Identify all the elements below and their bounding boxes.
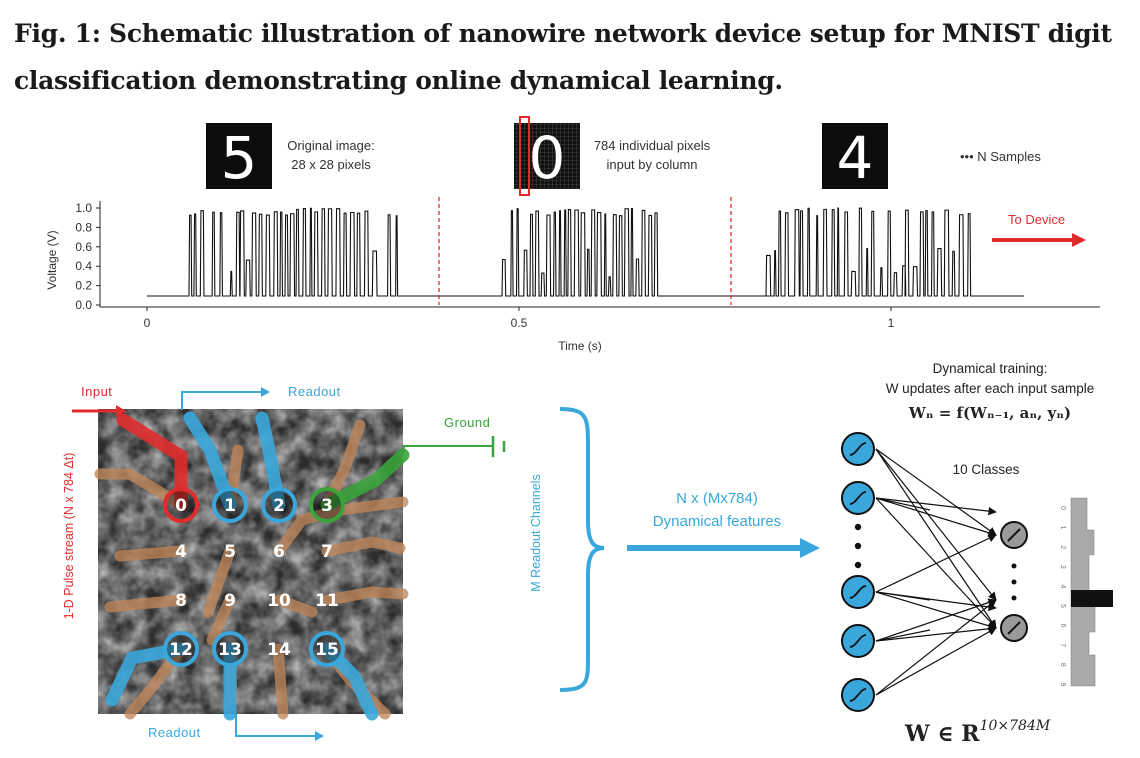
electrode-9: 9 bbox=[224, 591, 236, 611]
svg-text:5: 5 bbox=[224, 542, 236, 562]
readout-bottom-label: Readout bbox=[148, 725, 201, 740]
electrode-6: 6 bbox=[273, 542, 285, 562]
readout-top-label: Readout bbox=[288, 384, 341, 399]
svg-text:2: 2 bbox=[273, 496, 285, 516]
class-tick-label: 2 bbox=[1059, 545, 1066, 549]
svg-text:1: 1 bbox=[224, 496, 236, 516]
svg-text:8: 8 bbox=[175, 591, 187, 611]
svg-text:6: 6 bbox=[273, 542, 285, 562]
input-neuron bbox=[841, 481, 875, 515]
class-tick-label: 0 bbox=[1059, 506, 1066, 510]
y-tick-label: 0.4 bbox=[75, 259, 92, 273]
curly-brace bbox=[559, 407, 605, 692]
svg-text:5: 5 bbox=[221, 124, 258, 192]
svg-text:9: 9 bbox=[224, 591, 236, 611]
svg-text:15: 15 bbox=[315, 640, 339, 660]
readout-channels-label: M Readout Channels bbox=[529, 474, 543, 591]
input-neuron bbox=[841, 575, 875, 609]
to-device-label: To Device bbox=[1008, 212, 1065, 227]
x-tick-label: 0 bbox=[144, 316, 151, 330]
input-label: Input bbox=[81, 384, 112, 399]
original-image-caption-1: Original image: bbox=[287, 138, 374, 153]
class-tick-label: 8 bbox=[1059, 663, 1066, 667]
features-label-1: N x (Mx784) bbox=[676, 490, 758, 507]
svg-text:7: 7 bbox=[321, 542, 333, 562]
class-tick-label: 1 bbox=[1059, 526, 1066, 530]
weight-matrix-label: W ∈ R10×784M bbox=[904, 718, 1051, 747]
x-tick-label: 1 bbox=[888, 316, 895, 330]
electrode-8: 8 bbox=[175, 591, 187, 611]
svg-text:10: 10 bbox=[267, 591, 291, 611]
svg-text:13: 13 bbox=[218, 640, 242, 660]
svg-text:11: 11 bbox=[315, 591, 339, 611]
electrode-11: 11 bbox=[315, 591, 339, 611]
x-axis-label: Time (s) bbox=[558, 339, 602, 353]
y-tick-label: 0.2 bbox=[75, 279, 92, 293]
class-tick-label: 7 bbox=[1059, 643, 1066, 647]
electrode-7: 7 bbox=[321, 542, 333, 562]
ground-wire bbox=[402, 445, 492, 457]
readout-bottom-wire bbox=[235, 714, 316, 737]
output-neuron bbox=[1000, 521, 1028, 549]
electrode-2: 2 bbox=[261, 487, 297, 523]
x-tick-label: 0.5 bbox=[511, 316, 528, 330]
training-line-2: W updates after each input sample bbox=[886, 381, 1095, 396]
y-axis-label: Voltage (V) bbox=[45, 230, 59, 289]
electrode-4: 4 bbox=[175, 542, 187, 562]
y-tick-label: 0.8 bbox=[75, 220, 92, 234]
voltage-signal-line bbox=[147, 207, 1024, 297]
training-line-1: Dynamical training: bbox=[933, 361, 1048, 376]
electrode-10: 10 bbox=[267, 591, 291, 611]
svg-text:12: 12 bbox=[169, 640, 193, 660]
svg-text:0: 0 bbox=[175, 496, 187, 516]
class-tick-label: 9 bbox=[1059, 682, 1066, 686]
pulse-stream-label: 1-D Pulse stream (N x 784 Δt) bbox=[62, 453, 76, 620]
electrode-5: 5 bbox=[224, 542, 236, 562]
digit-5-image: 5 bbox=[206, 123, 272, 192]
input-neuron bbox=[841, 678, 875, 712]
original-image-caption-2: 28 x 28 pixels bbox=[291, 157, 371, 172]
pixels-caption-2: input by column bbox=[606, 157, 697, 172]
electrode-1: 1 bbox=[212, 487, 248, 523]
electrode-0: 0 bbox=[163, 487, 199, 523]
y-tick-label: 0.0 bbox=[75, 298, 92, 312]
input-neuron bbox=[841, 624, 875, 658]
pixels-caption-1: 784 individual pixels bbox=[594, 138, 711, 153]
input-neuron bbox=[841, 432, 875, 466]
readout-top-wire bbox=[181, 391, 262, 410]
voltage-plot: Voltage (V) 0.00.20.40.60.81.0 00.511.52… bbox=[45, 197, 1100, 353]
svg-text:3: 3 bbox=[321, 496, 333, 516]
n-samples-label: ••• N Samples bbox=[960, 149, 1041, 164]
class-tick-label: 5 bbox=[1059, 604, 1066, 608]
title-line-1: Fig. 1: Schematic illustration of nanowi… bbox=[14, 19, 1112, 48]
features-label-2: Dynamical features bbox=[653, 513, 781, 530]
electrode-12: 12 bbox=[163, 631, 199, 667]
classes-label: 10 Classes bbox=[953, 462, 1020, 477]
electrode-13: 13 bbox=[212, 631, 248, 667]
digit-4-image: 4 bbox=[822, 123, 888, 192]
svg-text:4: 4 bbox=[175, 542, 187, 562]
predicted-class-bar bbox=[1071, 590, 1113, 607]
svg-text:0: 0 bbox=[529, 124, 566, 192]
output-neuron bbox=[1000, 614, 1028, 642]
class-tick-label: 6 bbox=[1059, 624, 1066, 628]
figure-title: Fig. 1: Schematic illustration of nanowi… bbox=[14, 10, 1124, 104]
readout-network bbox=[841, 432, 1028, 712]
svg-text:14: 14 bbox=[267, 640, 291, 660]
electrode-14: 14 bbox=[267, 640, 291, 660]
class-tick-label: 4 bbox=[1059, 584, 1066, 588]
class-tick-label: 3 bbox=[1059, 565, 1066, 569]
ground-label: Ground bbox=[444, 415, 490, 430]
digit-0-image: 0 bbox=[514, 116, 580, 196]
svg-text:4: 4 bbox=[837, 124, 874, 192]
y-tick-label: 0.6 bbox=[75, 240, 92, 254]
training-formula: Wₙ = f(Wₙ₋₁, aₙ, yₙ) bbox=[908, 404, 1071, 422]
output-histogram: 0 1 2 3 4 5 6 7 8 9 bbox=[1059, 497, 1113, 686]
title-line-2: classification demonstrating online dyna… bbox=[14, 66, 783, 95]
y-tick-label: 1.0 bbox=[75, 201, 92, 215]
electrode-15: 15 bbox=[309, 631, 345, 667]
electrode-3: 3 bbox=[309, 487, 345, 523]
